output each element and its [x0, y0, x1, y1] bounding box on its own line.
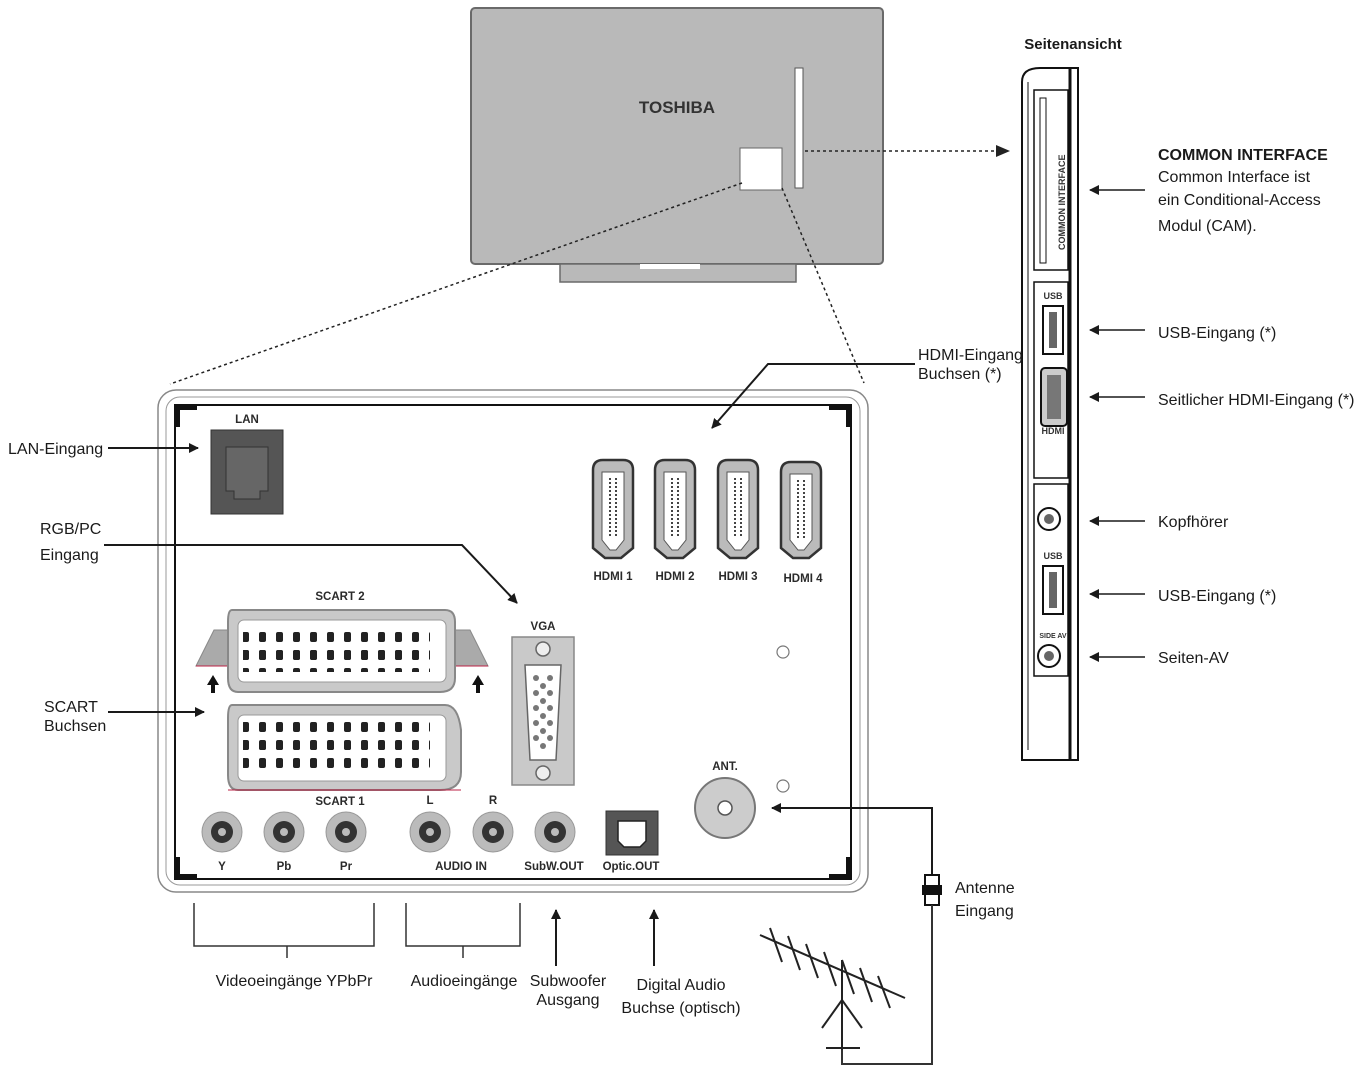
antenna-callout-2: Eingang	[955, 903, 1014, 920]
subwoofer-callout-1: Subwoofer	[530, 973, 607, 990]
side-view: Seitenansicht COMMON INTERFACE USB HDMI …	[1021, 36, 1122, 761]
pb-jack	[263, 811, 305, 853]
hdmi-callout-2: Buchsen (*)	[918, 366, 1002, 383]
hdmi-ports: HDMI 1 HDMI 2 HDMI 3 HDMI 4	[591, 458, 824, 585]
audio-inputs-callout: Audioeingänge	[411, 973, 518, 990]
y-label: Y	[218, 861, 226, 873]
hdmi-1-port	[591, 458, 635, 560]
hdmi-3-label: HDMI 3	[719, 571, 758, 583]
video-inputs-callout: Videoeingänge YPbPr	[216, 973, 374, 990]
audio-l-label: L	[426, 795, 433, 807]
usb-input-label-1: USB-Eingang (*)	[1158, 325, 1276, 342]
lan-label: LAN	[235, 414, 259, 426]
side-view-arrows	[1089, 185, 1145, 662]
audio-r-jack	[472, 811, 514, 853]
rca-jacks	[201, 811, 576, 853]
optic-out-label: Optic.OUT	[603, 861, 660, 873]
audio-l-jack	[409, 811, 451, 853]
hdmi-1-label: HDMI 1	[594, 571, 634, 583]
common-interface-desc-3: Modul (CAM).	[1158, 218, 1257, 235]
hdmi-2-port	[653, 458, 697, 560]
common-interface-slot-text: COMMON INTERFACE	[1057, 155, 1067, 251]
scart-callout-2: Buchsen	[44, 718, 106, 735]
digital-audio-callout-1: Digital Audio	[637, 977, 726, 994]
side-hdmi-input-label: Seitlicher HDMI-Eingang (*)	[1158, 392, 1355, 409]
back-panel: LAN SCART 2 SCART 1 VGA	[157, 389, 869, 893]
hdmi-4-label: HDMI 4	[784, 573, 824, 585]
side-usb-bottom-label: USB	[1043, 551, 1063, 561]
hdmi-3-port	[716, 458, 760, 560]
pr-jack	[325, 811, 367, 853]
subwoofer-jack	[534, 811, 576, 853]
lan-input-callout: LAN-Eingang	[8, 441, 103, 458]
antenna-icon	[759, 927, 906, 1050]
tv-front: TOSHIBA	[470, 7, 884, 283]
hdmi-4-port	[779, 460, 823, 560]
y-jack	[201, 811, 243, 853]
callout-labels: LAN-Eingang RGB/PC Eingang SCART Buchsen…	[8, 347, 1023, 1017]
antenna-callout-1: Antenne	[955, 880, 1015, 897]
antenna-cable	[841, 874, 942, 1065]
scart1-label: SCART 1	[315, 796, 365, 808]
headphone-label: Kopfhörer	[1158, 514, 1229, 531]
side-hdmi-label: HDMI	[1042, 426, 1065, 436]
side-view-pointer	[996, 145, 1010, 157]
usb-input-label-2: USB-Eingang (*)	[1158, 588, 1276, 605]
vga-pins	[533, 675, 553, 749]
scart2-label: SCART 2	[315, 591, 364, 603]
rgb-pc-callout-1: RGB/PC	[40, 521, 101, 538]
common-interface-desc-1: Common Interface ist	[1158, 169, 1311, 186]
zoom-leader-lines	[169, 150, 1002, 385]
side-av-input-label: Seiten-AV	[1158, 650, 1229, 667]
pb-label: Pb	[277, 861, 292, 873]
scart-callout-1: SCART	[44, 699, 98, 716]
group-brackets	[193, 903, 521, 958]
rgb-pc-callout-2: Eingang	[40, 547, 99, 564]
subw-out-label: SubW.OUT	[524, 861, 583, 873]
vga-label: VGA	[531, 621, 556, 633]
callout-arrows	[104, 363, 933, 966]
common-interface-desc-2: ein Conditional-Access	[1158, 192, 1321, 209]
side-view-labels: COMMON INTERFACE Common Interface ist ei…	[1158, 147, 1355, 667]
subwoofer-callout-2: Ausgang	[536, 992, 599, 1009]
ant-label: ANT.	[712, 761, 738, 773]
audio-r-label: R	[489, 795, 498, 807]
brand-logo: TOSHIBA	[639, 98, 715, 117]
side-view-title: Seitenansicht	[1024, 36, 1122, 53]
hdmi-callout-1: HDMI-Eingang	[918, 347, 1023, 364]
hdmi-2-label: HDMI 2	[656, 571, 695, 583]
common-interface-title: COMMON INTERFACE	[1158, 147, 1328, 164]
digital-audio-callout-2: Buchse (optisch)	[621, 1000, 740, 1017]
side-usb-top-label: USB	[1043, 291, 1063, 301]
audio-in-label: AUDIO IN	[435, 861, 487, 873]
side-av-label: SIDE AV	[1039, 633, 1067, 640]
pr-label: Pr	[340, 861, 353, 873]
